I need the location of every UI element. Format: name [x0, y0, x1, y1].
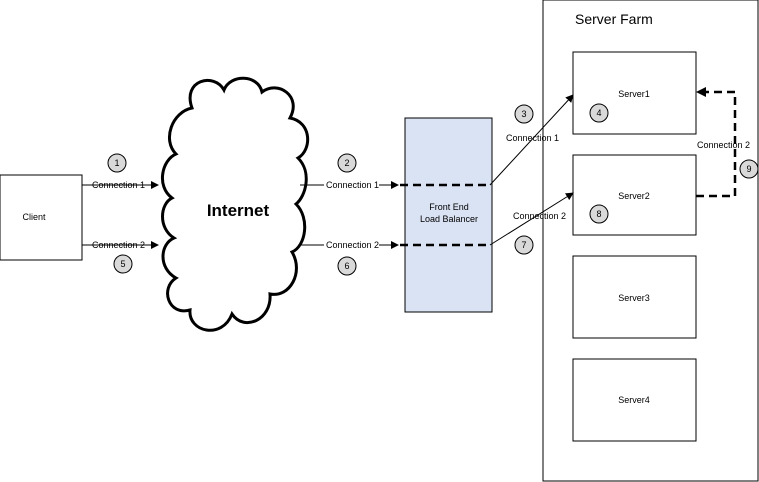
badge-1: 1 [107, 153, 127, 173]
badge-6: 6 [337, 256, 357, 276]
internet-cloud [161, 76, 310, 332]
server4-label: Server4 [618, 395, 650, 405]
badge-3-number: 3 [521, 109, 526, 119]
lb-to-server1-line [489, 94, 574, 186]
server2-to-server1-dashed [696, 90, 737, 198]
badge-9: 9 [739, 159, 759, 179]
load-balancer-line1: Front End [429, 202, 469, 212]
badge-1-number: 1 [114, 158, 119, 168]
client-label: Client [22, 212, 46, 222]
badge-8-number: 8 [596, 209, 601, 219]
server3-label: Server3 [618, 293, 650, 303]
load-balancer-box [404, 117, 493, 313]
internet-label: Internet [207, 201, 270, 220]
server3-box [572, 255, 697, 339]
server2-to-server1-label: Connection 2 [697, 140, 750, 150]
badge-9-number: 9 [746, 164, 751, 174]
client-box [0, 174, 83, 261]
badge-8: 8 [589, 204, 609, 224]
lb-to-server2-label: Connection 2 [513, 211, 566, 221]
server2-to-server1-arrowhead [696, 87, 706, 97]
badge-4-number: 4 [596, 108, 601, 118]
lb-to-server1-label: Connection 1 [506, 133, 559, 143]
internet-connection1-label: Connection 1 [326, 180, 379, 190]
load-balancer-line2: Load Balancer [420, 214, 478, 224]
badge-4: 4 [589, 103, 609, 123]
badge-3: 3 [514, 104, 534, 124]
badge-5: 5 [113, 254, 133, 274]
badge-2: 2 [337, 153, 357, 173]
server-farm-title: Server Farm [575, 11, 653, 27]
badge-6-number: 6 [344, 261, 349, 271]
badge-2-number: 2 [344, 158, 349, 168]
server4-box [572, 358, 697, 442]
lb-to-server2-line [489, 192, 574, 246]
server2-label: Server2 [618, 191, 650, 201]
badge-5-number: 5 [120, 259, 125, 269]
client-connection2-label: Connection 2 [92, 240, 145, 250]
internet-connection2-label: Connection 2 [326, 240, 379, 250]
badge-7-number: 7 [521, 240, 526, 250]
badge-7: 7 [514, 235, 534, 255]
server1-label: Server1 [618, 89, 650, 99]
client-connection1-label: Connection 1 [92, 180, 145, 190]
